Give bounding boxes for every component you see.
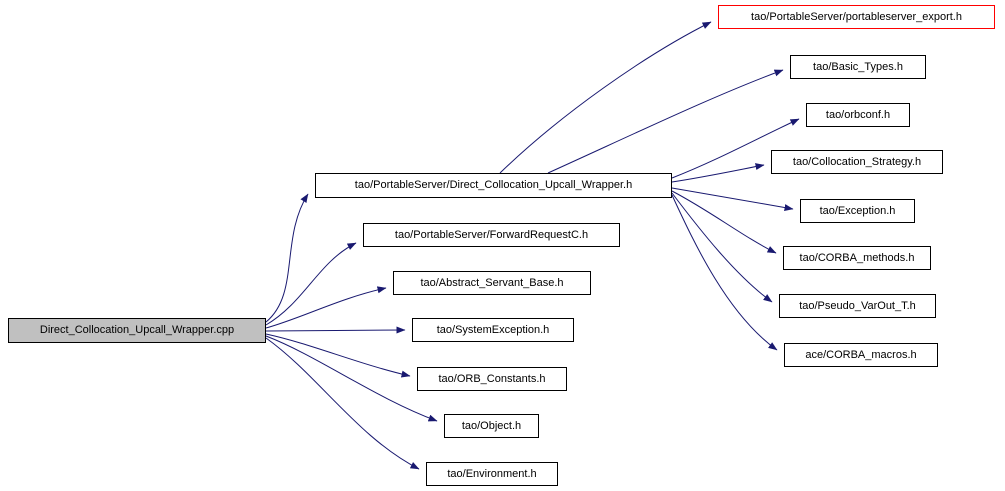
- node-basic-types-h[interactable]: tao/Basic_Types.h: [790, 55, 926, 79]
- node-object-h[interactable]: tao/Object.h: [444, 414, 539, 438]
- node-orb-constants-h[interactable]: tao/ORB_Constants.h: [417, 367, 567, 391]
- node-portableserver-forwardrequestc-h[interactable]: tao/PortableServer/ForwardRequestC.h: [363, 223, 620, 247]
- node-corba-macros-h[interactable]: ace/CORBA_macros.h: [784, 343, 938, 367]
- edge-wrapper-h-to-orbconf-h: [671, 118, 800, 179]
- node-exception-h[interactable]: tao/Exception.h: [800, 199, 915, 223]
- node-pseudo-varout-t-h[interactable]: tao/Pseudo_VarOut_T.h: [779, 294, 936, 318]
- edge-cpp-to-orb-constants-h: [265, 333, 411, 378]
- edge-wrapper-h-to-corba-methods-h: [671, 190, 777, 254]
- node-collocation-strategy-h[interactable]: tao/Collocation_Strategy.h: [771, 150, 943, 174]
- node-abstract-servant-base-h[interactable]: tao/Abstract_Servant_Base.h: [393, 271, 591, 295]
- node-corba-methods-h[interactable]: tao/CORBA_methods.h: [783, 246, 931, 270]
- node-systemexception-h[interactable]: tao/SystemException.h: [412, 318, 574, 342]
- edge-wrapper-h-to-exception-h: [671, 187, 794, 211]
- node-portableserver-export-h[interactable]: tao/PortableServer/portableserver_export…: [718, 5, 995, 29]
- edge-cpp-to-environment-h: [265, 337, 420, 470]
- edge-cpp-to-object-h: [265, 335, 438, 422]
- edge-cpp-to-abstract-servant-base-h: [265, 286, 387, 329]
- edge-wrapper-h-to-pseudo-varout-t-h: [671, 192, 773, 303]
- edge-cpp-to-forwardrequestc-h: [265, 242, 357, 326]
- node-direct-collocation-upcall-wrapper-cpp[interactable]: Direct_Collocation_Upcall_Wrapper.cpp: [8, 318, 266, 343]
- edge-cpp-to-systemexception-h: [265, 326, 406, 334]
- edge-wrapper-h-to-portableserver-export-h: [499, 21, 712, 174]
- edge-wrapper-h-to-collocation-strategy-h: [671, 163, 765, 183]
- node-orbconf-h[interactable]: tao/orbconf.h: [806, 103, 910, 127]
- edge-cpp-to-direct-collocation-upcall-wrapper-h: [265, 193, 309, 323]
- node-portableserver-direct-collocation-upcall-wrapper-h[interactable]: tao/PortableServer/Direct_Collocation_Up…: [315, 173, 672, 198]
- edge-wrapper-h-to-basic-types-h: [547, 69, 784, 174]
- node-environment-h[interactable]: tao/Environment.h: [426, 462, 558, 486]
- edge-wrapper-h-to-corba-macros-h: [671, 194, 778, 351]
